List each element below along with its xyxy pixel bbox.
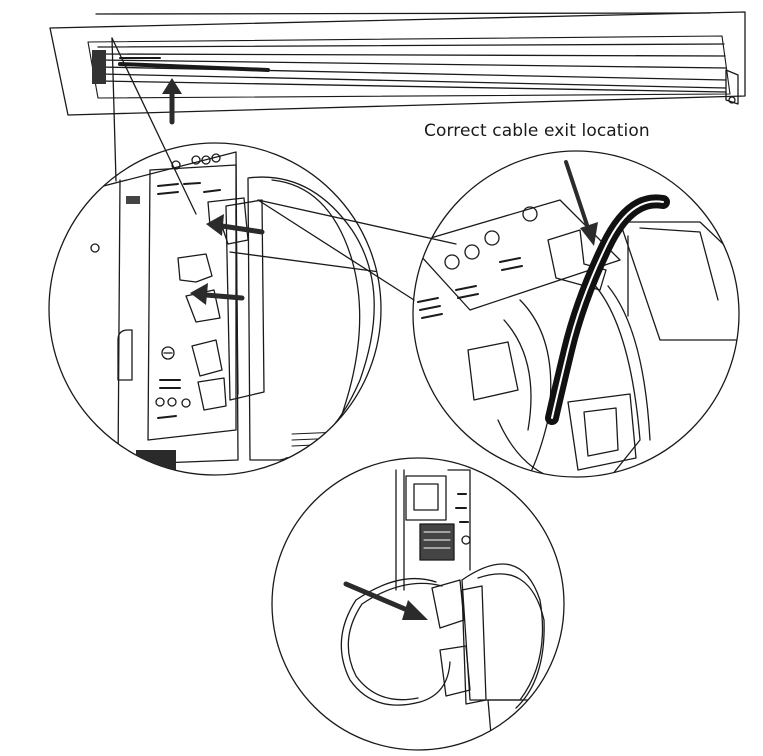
bottom-detail-circle (271, 457, 565, 751)
cable (545, 194, 670, 425)
led-indicators (155, 153, 221, 408)
right-detail-circle (412, 150, 740, 478)
arrow-left-icon (206, 214, 265, 236)
arrow-down-right-icon (343, 581, 428, 620)
ceiling-diffuser (49, 11, 746, 116)
arrow-down-icon (564, 160, 598, 246)
cable-exit-caption: Correct cable exit location (424, 121, 650, 141)
led-indicators (444, 206, 538, 270)
arrow-up-icon (162, 78, 182, 125)
left-detail-circle (48, 142, 382, 476)
arrow-left-icon (190, 283, 245, 305)
